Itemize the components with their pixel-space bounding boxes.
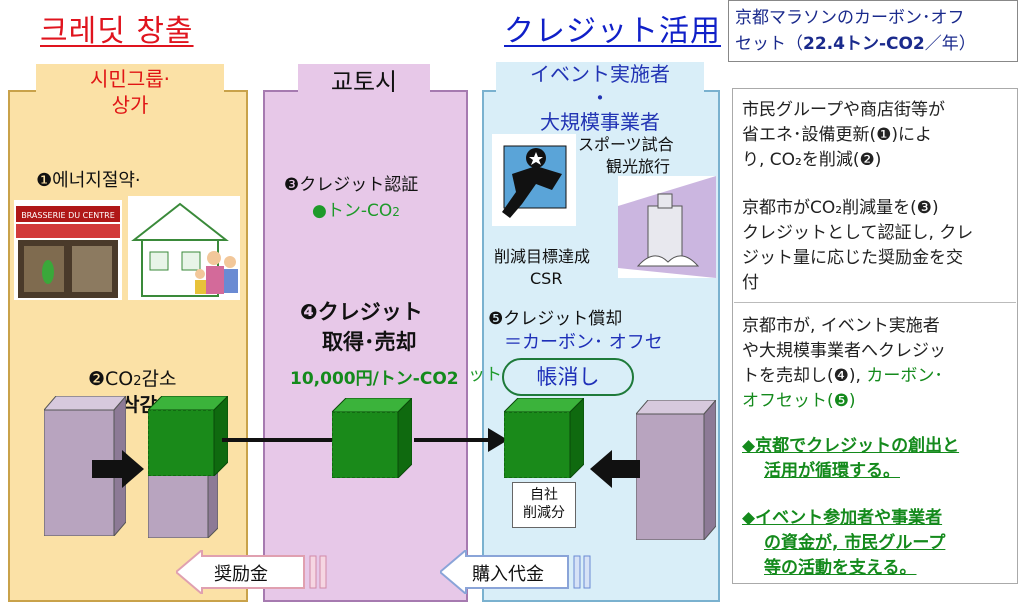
event-column-header: イベント実施者 ・ 大規模事業者 [496,62,704,148]
step5-offset: ＝カーボン･ オフセ [504,332,663,353]
step4-overflow-text: ット [468,365,502,385]
self-reduction-box: 自社 削減分 [512,482,576,528]
kyoto-column [263,90,468,602]
flow-line-left [222,438,332,442]
kyoto-column-header: 교토시 [298,64,430,100]
target-label: 削減目標達成 [494,247,591,266]
marathon-amount: 22.4トン-CO2 [803,34,925,54]
tour-label: 観光旅行 [606,157,671,176]
marathon-line-1: 京都マラソンのカーボン･オフ [735,8,965,28]
funding-summary-link[interactable]: ◆イベント参加者や事業者 の資金が, 市民グループ 等の活動を支える。 [742,508,946,578]
arrow-into-citizen-icon [92,450,144,488]
sports-label: スポーツ試合 [578,135,674,154]
explanation-panel [732,88,1018,584]
credit-cube-created [148,396,228,476]
cancellation-pill: 帳消し [502,358,634,396]
incentive-label: 奨励金 [214,564,268,585]
csr-label: CSR [530,269,563,288]
credit-cube-retired [504,398,584,478]
flow-line-right [414,438,492,442]
explanation-para-2: 京都市がCO₂削減量を(❸) クレジットとして認証し, クレ ジット量に応じた奨… [742,198,974,293]
explanation-para-1: 市民グループや商店街等が 省エネ･設備更新(❶)によ り, CO₂を削減(❷) [742,100,945,170]
step3-label: ❸クレジット認証 [284,175,419,195]
step4-subtitle: 取得･売却 [322,330,417,354]
purchase-label: 購入代金 [472,564,544,585]
arrowhead-icon [488,428,508,452]
panel-divider [734,302,1016,303]
house-family-illustration [128,196,240,300]
step2-label: ❷CO2감소 [88,368,177,390]
marathon-offset-box: 京都マラソンのカーボン･オフ セット（22.4トン-CO2／年） [728,0,1018,62]
credit-price: 10,000円/トン-CO2 [290,369,459,389]
explanation-para-3: 京都市が, イベント実施者 や大規模事業者へクレジッ トを売却し(❹), カーボ… [742,316,946,411]
step3-unit: ●トン-CO2 [312,201,400,221]
credit-creation-title: 크레딧 창출 [40,14,194,49]
marathon-line-2: セット（22.4トン-CO2／年） [735,34,976,54]
sports-athlete-illustration [492,134,576,226]
business-building [636,400,716,540]
credit-cube-traded [332,398,412,478]
step4-label: ❹クレジット [300,300,423,324]
incentive-arrow [176,550,327,594]
tower-building-illustration [618,176,716,278]
store-illustration: BRASSERIE DU CENTRE [14,200,122,300]
citizen-column-header: 시민그룹· 상가 [36,64,224,118]
purchase-payment-arrow [440,550,591,594]
arrow-into-event-icon [590,450,640,488]
step1-label: ❶에너지절약· [36,170,141,191]
cycle-summary-link[interactable]: ◆京都でクレジットの創出と 活用が循環する。 [742,436,960,481]
step5-label: ❺クレジット償却 [488,309,623,329]
credit-use-title: クレジット活用 [504,14,721,49]
svg-text:BRASSERIE DU CENTRE: BRASSERIE DU CENTRE [21,211,115,220]
